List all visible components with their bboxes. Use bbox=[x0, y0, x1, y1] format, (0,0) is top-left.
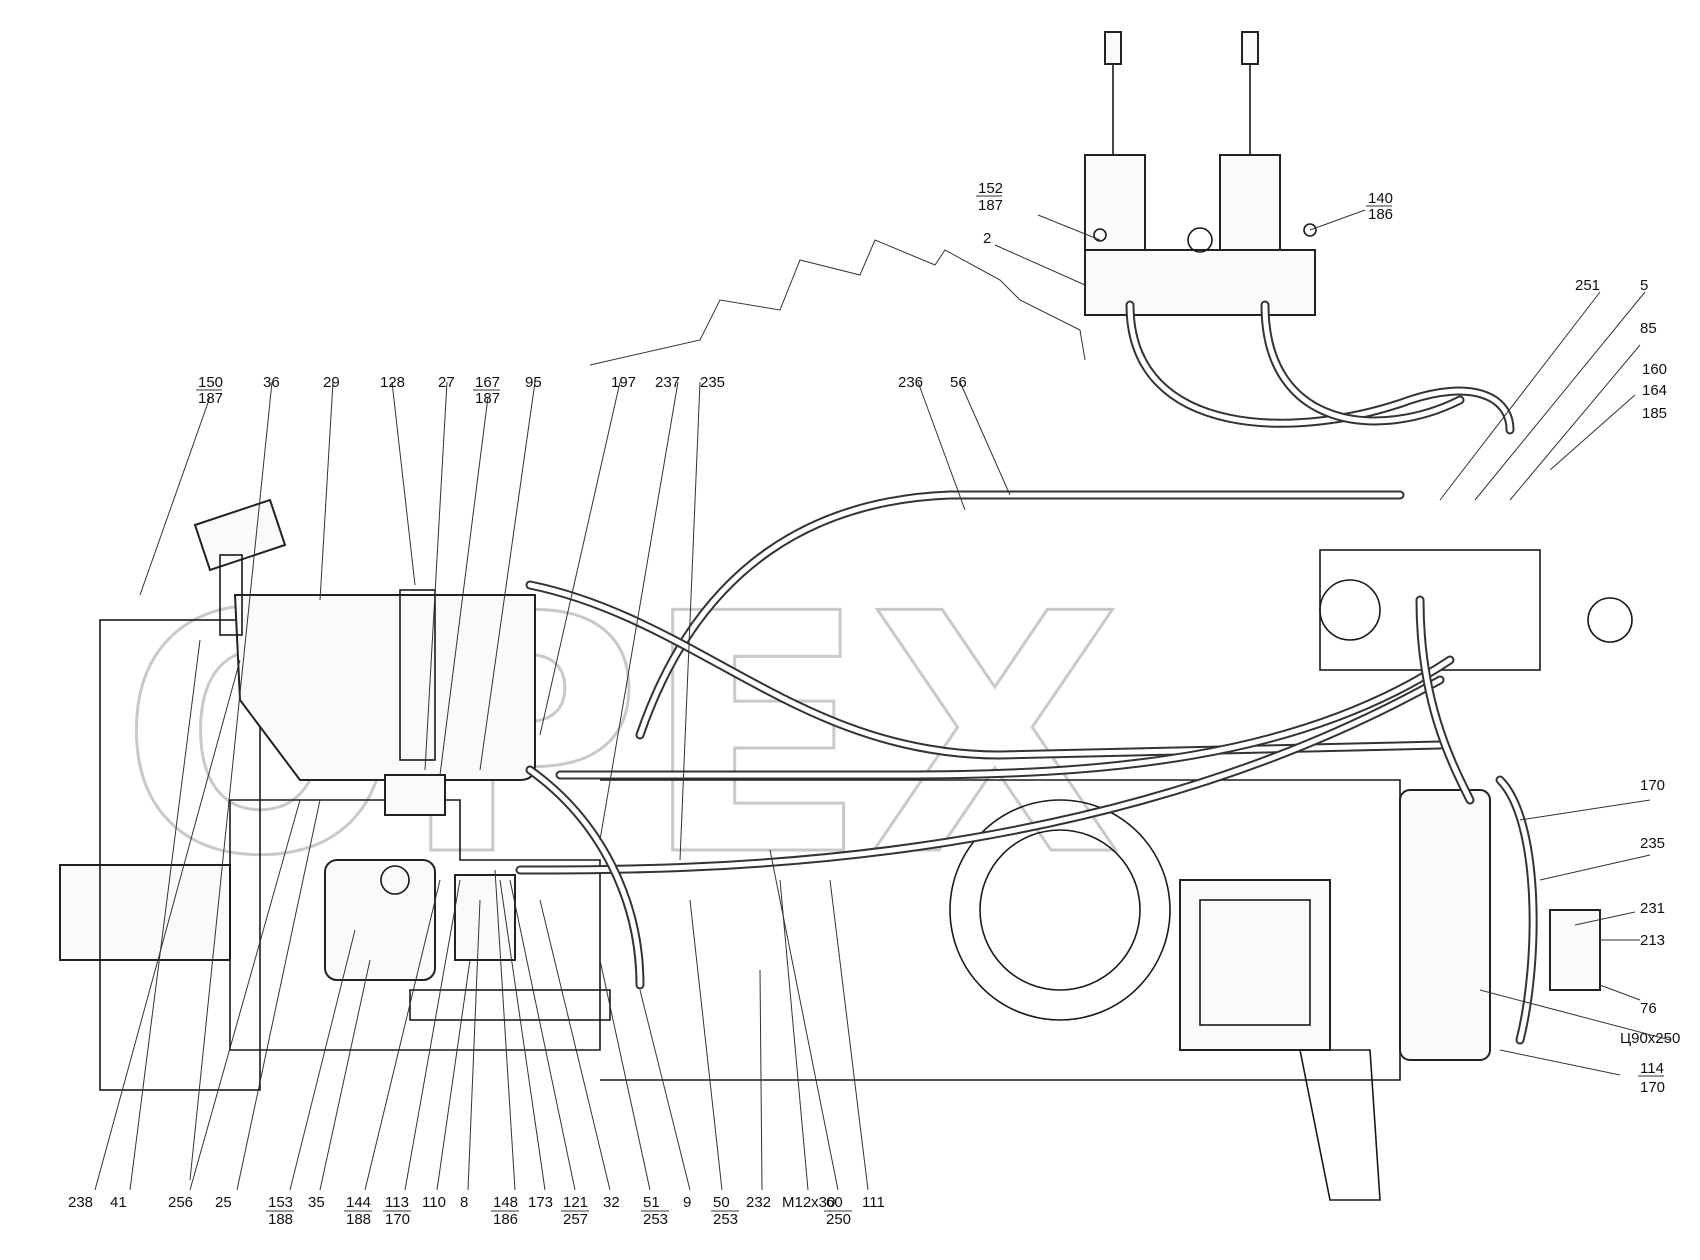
callout-197: 197 bbox=[611, 374, 636, 391]
callout-237: 237 bbox=[655, 374, 680, 391]
callout-144-sub: 188 bbox=[346, 1211, 371, 1228]
callout-cylinder-size: Ц90x250 bbox=[1620, 1030, 1680, 1047]
tractor-frame bbox=[59, 549, 1633, 1201]
lever-housing-left bbox=[1084, 154, 1146, 251]
callout-153-sub: 188 bbox=[268, 1211, 293, 1228]
callout-167-sub: 187 bbox=[475, 390, 500, 407]
oil-tank bbox=[193, 498, 536, 816]
callout-110: 110 bbox=[422, 1194, 446, 1211]
callout-114: 114 bbox=[1640, 1060, 1664, 1077]
rear-axle-flange bbox=[949, 799, 1171, 1021]
callout-150-sub: 187 bbox=[198, 390, 223, 407]
callout-60-sub: 250 bbox=[826, 1211, 851, 1228]
final-drive-box bbox=[1179, 879, 1331, 1051]
front-beam bbox=[59, 864, 231, 961]
tank-filter bbox=[399, 589, 436, 761]
callout-153: 153 bbox=[268, 1194, 293, 1211]
pump-body bbox=[324, 859, 436, 981]
callout-231: 231 bbox=[1640, 900, 1665, 917]
callout-51-sub: 253 bbox=[643, 1211, 668, 1228]
callout-29: 29 bbox=[323, 374, 340, 391]
callout-60: 60 bbox=[826, 1194, 843, 1211]
bottom-callouts: 238 41 256 25 153 188 35 144 188 113 170… bbox=[68, 1194, 885, 1228]
callout-251: 251 bbox=[1575, 277, 1600, 294]
callout-9: 9 bbox=[683, 1194, 691, 1211]
callout-85: 85 bbox=[1640, 320, 1657, 337]
knob-left bbox=[1104, 31, 1122, 65]
top-callouts: 150 187 36 29 128 27 167 187 95 197 237 … bbox=[196, 374, 967, 407]
callout-128: 128 bbox=[380, 374, 405, 391]
callout-32: 32 bbox=[603, 1194, 620, 1211]
callout-114-sub: 170 bbox=[1640, 1079, 1665, 1096]
callout-185: 185 bbox=[1642, 405, 1667, 422]
breather-cap bbox=[193, 498, 287, 572]
knob-right bbox=[1241, 31, 1259, 65]
callout-148: 148 bbox=[493, 1194, 518, 1211]
callout-232: 232 bbox=[746, 1194, 771, 1211]
callout-50: 50 bbox=[713, 1194, 730, 1211]
rear-leg bbox=[1299, 1049, 1381, 1201]
callout-m12x30: M12x30 bbox=[782, 1194, 835, 1211]
control-callouts: 152 187 2 140 186 bbox=[976, 180, 1393, 247]
callout-173: 173 bbox=[528, 1194, 553, 1211]
callout-56: 56 bbox=[950, 374, 967, 391]
callout-76: 76 bbox=[1640, 1000, 1657, 1017]
callout-148-sub: 186 bbox=[493, 1211, 518, 1228]
callout-111: 111 bbox=[862, 1194, 885, 1211]
callout-51: 51 bbox=[643, 1194, 660, 1211]
hydraulic-cylinder bbox=[1399, 789, 1491, 1061]
callout-25: 25 bbox=[215, 1194, 232, 1211]
callout-167: 167 bbox=[475, 374, 500, 391]
callout-121: 121 bbox=[563, 1194, 588, 1211]
callout-8: 8 bbox=[460, 1194, 468, 1211]
callout-213: 213 bbox=[1640, 932, 1665, 949]
callout-170: 170 bbox=[1640, 777, 1665, 794]
callout-36: 36 bbox=[263, 374, 280, 391]
callout-235-right: 235 bbox=[1640, 835, 1665, 852]
callout-152: 152 bbox=[978, 180, 1003, 197]
valve-block-213 bbox=[1549, 909, 1601, 991]
gear-outline bbox=[589, 239, 1086, 366]
callout-150: 150 bbox=[198, 374, 223, 391]
hose-control-right bbox=[1260, 300, 1465, 426]
lever-housing-right bbox=[1219, 154, 1281, 251]
front-housing bbox=[99, 619, 261, 1091]
callout-164: 164 bbox=[1642, 382, 1667, 399]
hose-cylinder bbox=[1415, 595, 1475, 805]
callout-160: 160 bbox=[1642, 361, 1667, 378]
callout-140-sub: 186 bbox=[1368, 206, 1393, 223]
callout-236: 236 bbox=[898, 374, 923, 391]
callout-2: 2 bbox=[983, 230, 991, 247]
hydraulic-hoses bbox=[515, 300, 1538, 1045]
bottom-leader-lines bbox=[94, 639, 869, 1191]
right-callouts: 251 5 85 160 164 185 170 235 231 213 76 … bbox=[1575, 277, 1680, 1096]
callout-256: 256 bbox=[168, 1194, 193, 1211]
leader-lines bbox=[139, 209, 1671, 1181]
callout-238: 238 bbox=[68, 1194, 93, 1211]
callout-113-sub: 170 bbox=[385, 1211, 410, 1228]
breather-pipe bbox=[219, 554, 243, 636]
callout-235: 235 bbox=[700, 374, 725, 391]
tank-bracket bbox=[384, 774, 446, 816]
callout-50-sub: 253 bbox=[713, 1211, 738, 1228]
callout-144: 144 bbox=[346, 1194, 371, 1211]
callout-121-sub: 257 bbox=[563, 1211, 588, 1228]
pump-valve bbox=[454, 874, 516, 961]
callout-113: 113 bbox=[385, 1194, 409, 1211]
tank-body bbox=[233, 594, 536, 781]
callout-41: 41 bbox=[110, 1194, 127, 1211]
callout-95: 95 bbox=[525, 374, 542, 391]
control-panel bbox=[1084, 31, 1317, 316]
callout-35: 35 bbox=[308, 1194, 325, 1211]
callout-152-sub: 187 bbox=[978, 197, 1003, 214]
callout-5: 5 bbox=[1640, 277, 1648, 294]
lift-arm-housing bbox=[1319, 549, 1541, 671]
callout-140: 140 bbox=[1368, 190, 1393, 207]
callout-27: 27 bbox=[438, 374, 455, 391]
